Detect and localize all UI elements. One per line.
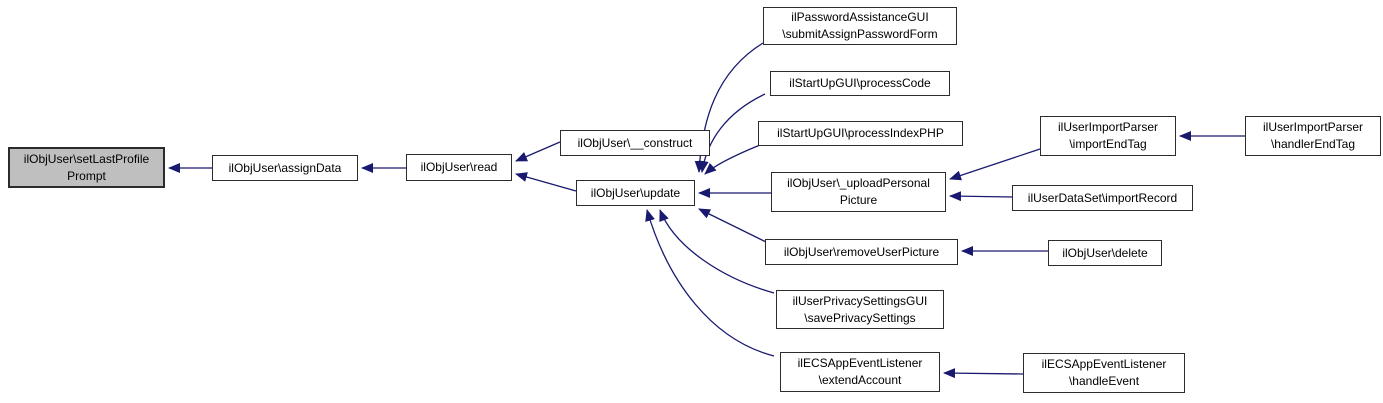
node-label-line: ilObjUser\setLastProfile (23, 151, 150, 166)
node-label-line: ilStartUpGUI\processCode (789, 76, 931, 91)
node-label-line: \savePrivacySettings (804, 310, 916, 325)
node-importEndTag[interactable]: ilUserImportParser \importEndTag (1040, 116, 1176, 156)
edge-processCode-to-update (698, 93, 766, 173)
node-label-line: ilObjUser\assignData (228, 160, 342, 175)
node-assignData[interactable]: ilObjUser\assignData (212, 155, 358, 181)
node-label-line: ilObjUser\update (590, 185, 681, 200)
node-extendAccount[interactable]: ilECSAppEventListener \extendAccount (780, 352, 940, 392)
node-label-line: ilStartUpGUI\processIndexPHP (777, 126, 944, 141)
node-read[interactable]: ilObjUser\read (406, 154, 512, 181)
node-label-line: \handleEvent (1068, 374, 1140, 388)
node-label-line: \submitAssignPasswordForm (782, 27, 938, 41)
node-delete[interactable]: ilObjUser\delete (1048, 240, 1162, 266)
edge-importEndTag-to-uploadPersonalPicture (949, 148, 1041, 181)
node-label-line: ilUserImportParser (1262, 120, 1364, 135)
node-label-line: ilObjUser\read (420, 160, 498, 175)
edge-savePrivacySettings-to-update (659, 209, 775, 294)
node-label-line: ilECSAppEventListener (1041, 357, 1167, 372)
node-label-line: ilObjUser\_uploadPersonal (787, 176, 930, 191)
node-label-line: \extendAccount (818, 373, 902, 387)
edge-processIndexPHP-to-update (704, 144, 761, 175)
node-label-line: Prompt (67, 168, 106, 183)
node-label-line: ilUserPrivacySettingsGUI (792, 293, 928, 308)
node-label-line: Picture (839, 193, 878, 207)
node-label-line: ilObjUser\delete (1062, 245, 1148, 260)
node-label-line: ilObjUser\removeUserPicture (783, 244, 940, 259)
node-label-line: ilPasswordAssistanceGUI (791, 10, 929, 25)
edge-construct-to-read (515, 141, 561, 162)
edge-extendAccount-to-update (645, 209, 775, 357)
edge-update-to-read (515, 172, 577, 192)
node-label-line: ilUserDataSet\importRecord (1027, 190, 1178, 205)
edge-importRecord-to-uploadPersonalPicture (949, 191, 1013, 202)
node-label-line: \handlerEndTag (1270, 137, 1356, 151)
node-processIndexPHP[interactable]: ilStartUpGUI\processIndexPHP (758, 121, 963, 146)
node-handleEvent[interactable]: ilECSAppEventListener \handleEvent (1023, 353, 1185, 393)
node-label-line: \importEndTag (1069, 137, 1147, 151)
node-label-line: ilECSAppEventListener (797, 356, 923, 371)
node-handlerEndTag[interactable]: ilUserImportParser \handlerEndTag (1245, 116, 1381, 156)
node-label-line: ilUserImportParser (1057, 120, 1159, 135)
node-label-line: ilObjUser\__construct (577, 135, 693, 150)
node-construct[interactable]: ilObjUser\__construct (560, 130, 710, 156)
node-removeUserPicture[interactable]: ilObjUser\removeUserPicture (765, 239, 958, 265)
node-update[interactable]: ilObjUser\update (576, 180, 695, 206)
edge-handleEvent-to-extendAccount (943, 368, 1024, 379)
node-importRecord[interactable]: ilUserDataSet\importRecord (1012, 185, 1193, 211)
node-savePrivacySettings[interactable]: ilUserPrivacySettingsGUI \savePrivacySett… (776, 290, 944, 329)
node-submitAssignPasswordForm[interactable]: ilPasswordAssistanceGUI \submitAssignPass… (763, 7, 957, 45)
node-processCode[interactable]: ilStartUpGUI\processCode (770, 71, 950, 96)
edge-removeUserPicture-to-update (698, 208, 767, 243)
